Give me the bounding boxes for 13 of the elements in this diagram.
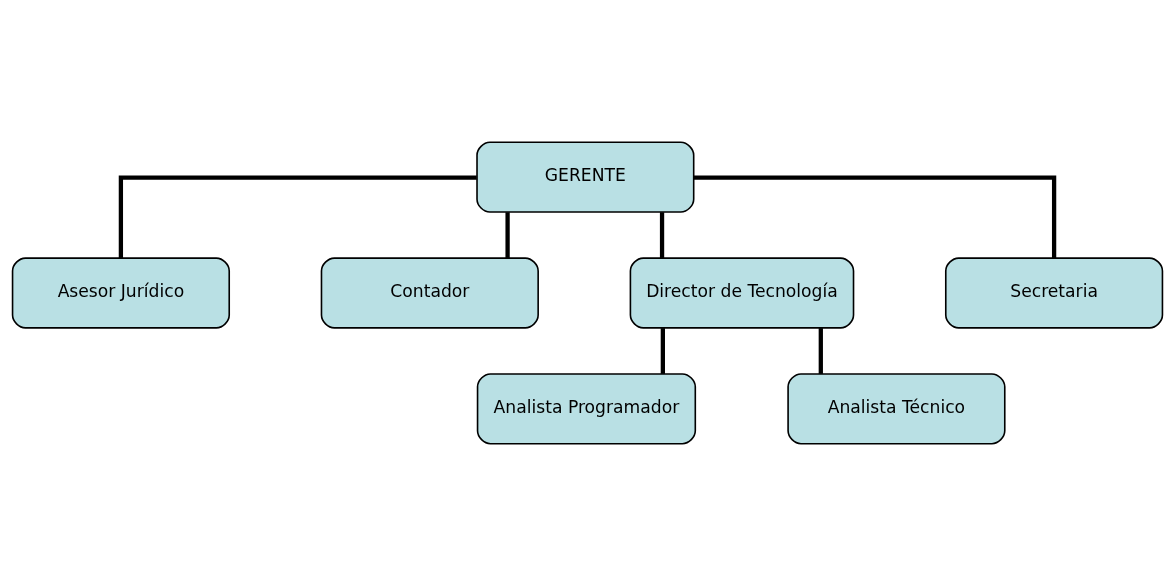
node-box: Contador [320, 256, 539, 329]
node-box: Asesor Jurídico [11, 256, 231, 329]
connector [818, 327, 823, 374]
connector [505, 211, 510, 258]
node-box: Secretaria [944, 256, 1164, 329]
connector [659, 211, 665, 258]
connector [118, 175, 477, 258]
node-box: Analista Programador [476, 372, 697, 444]
connector [693, 175, 1057, 258]
node-box: Director de Tecnología [629, 256, 855, 329]
node-box: Analista Técnico [787, 372, 1006, 444]
connector [660, 327, 665, 374]
node-box: GERENTE [476, 141, 695, 213]
